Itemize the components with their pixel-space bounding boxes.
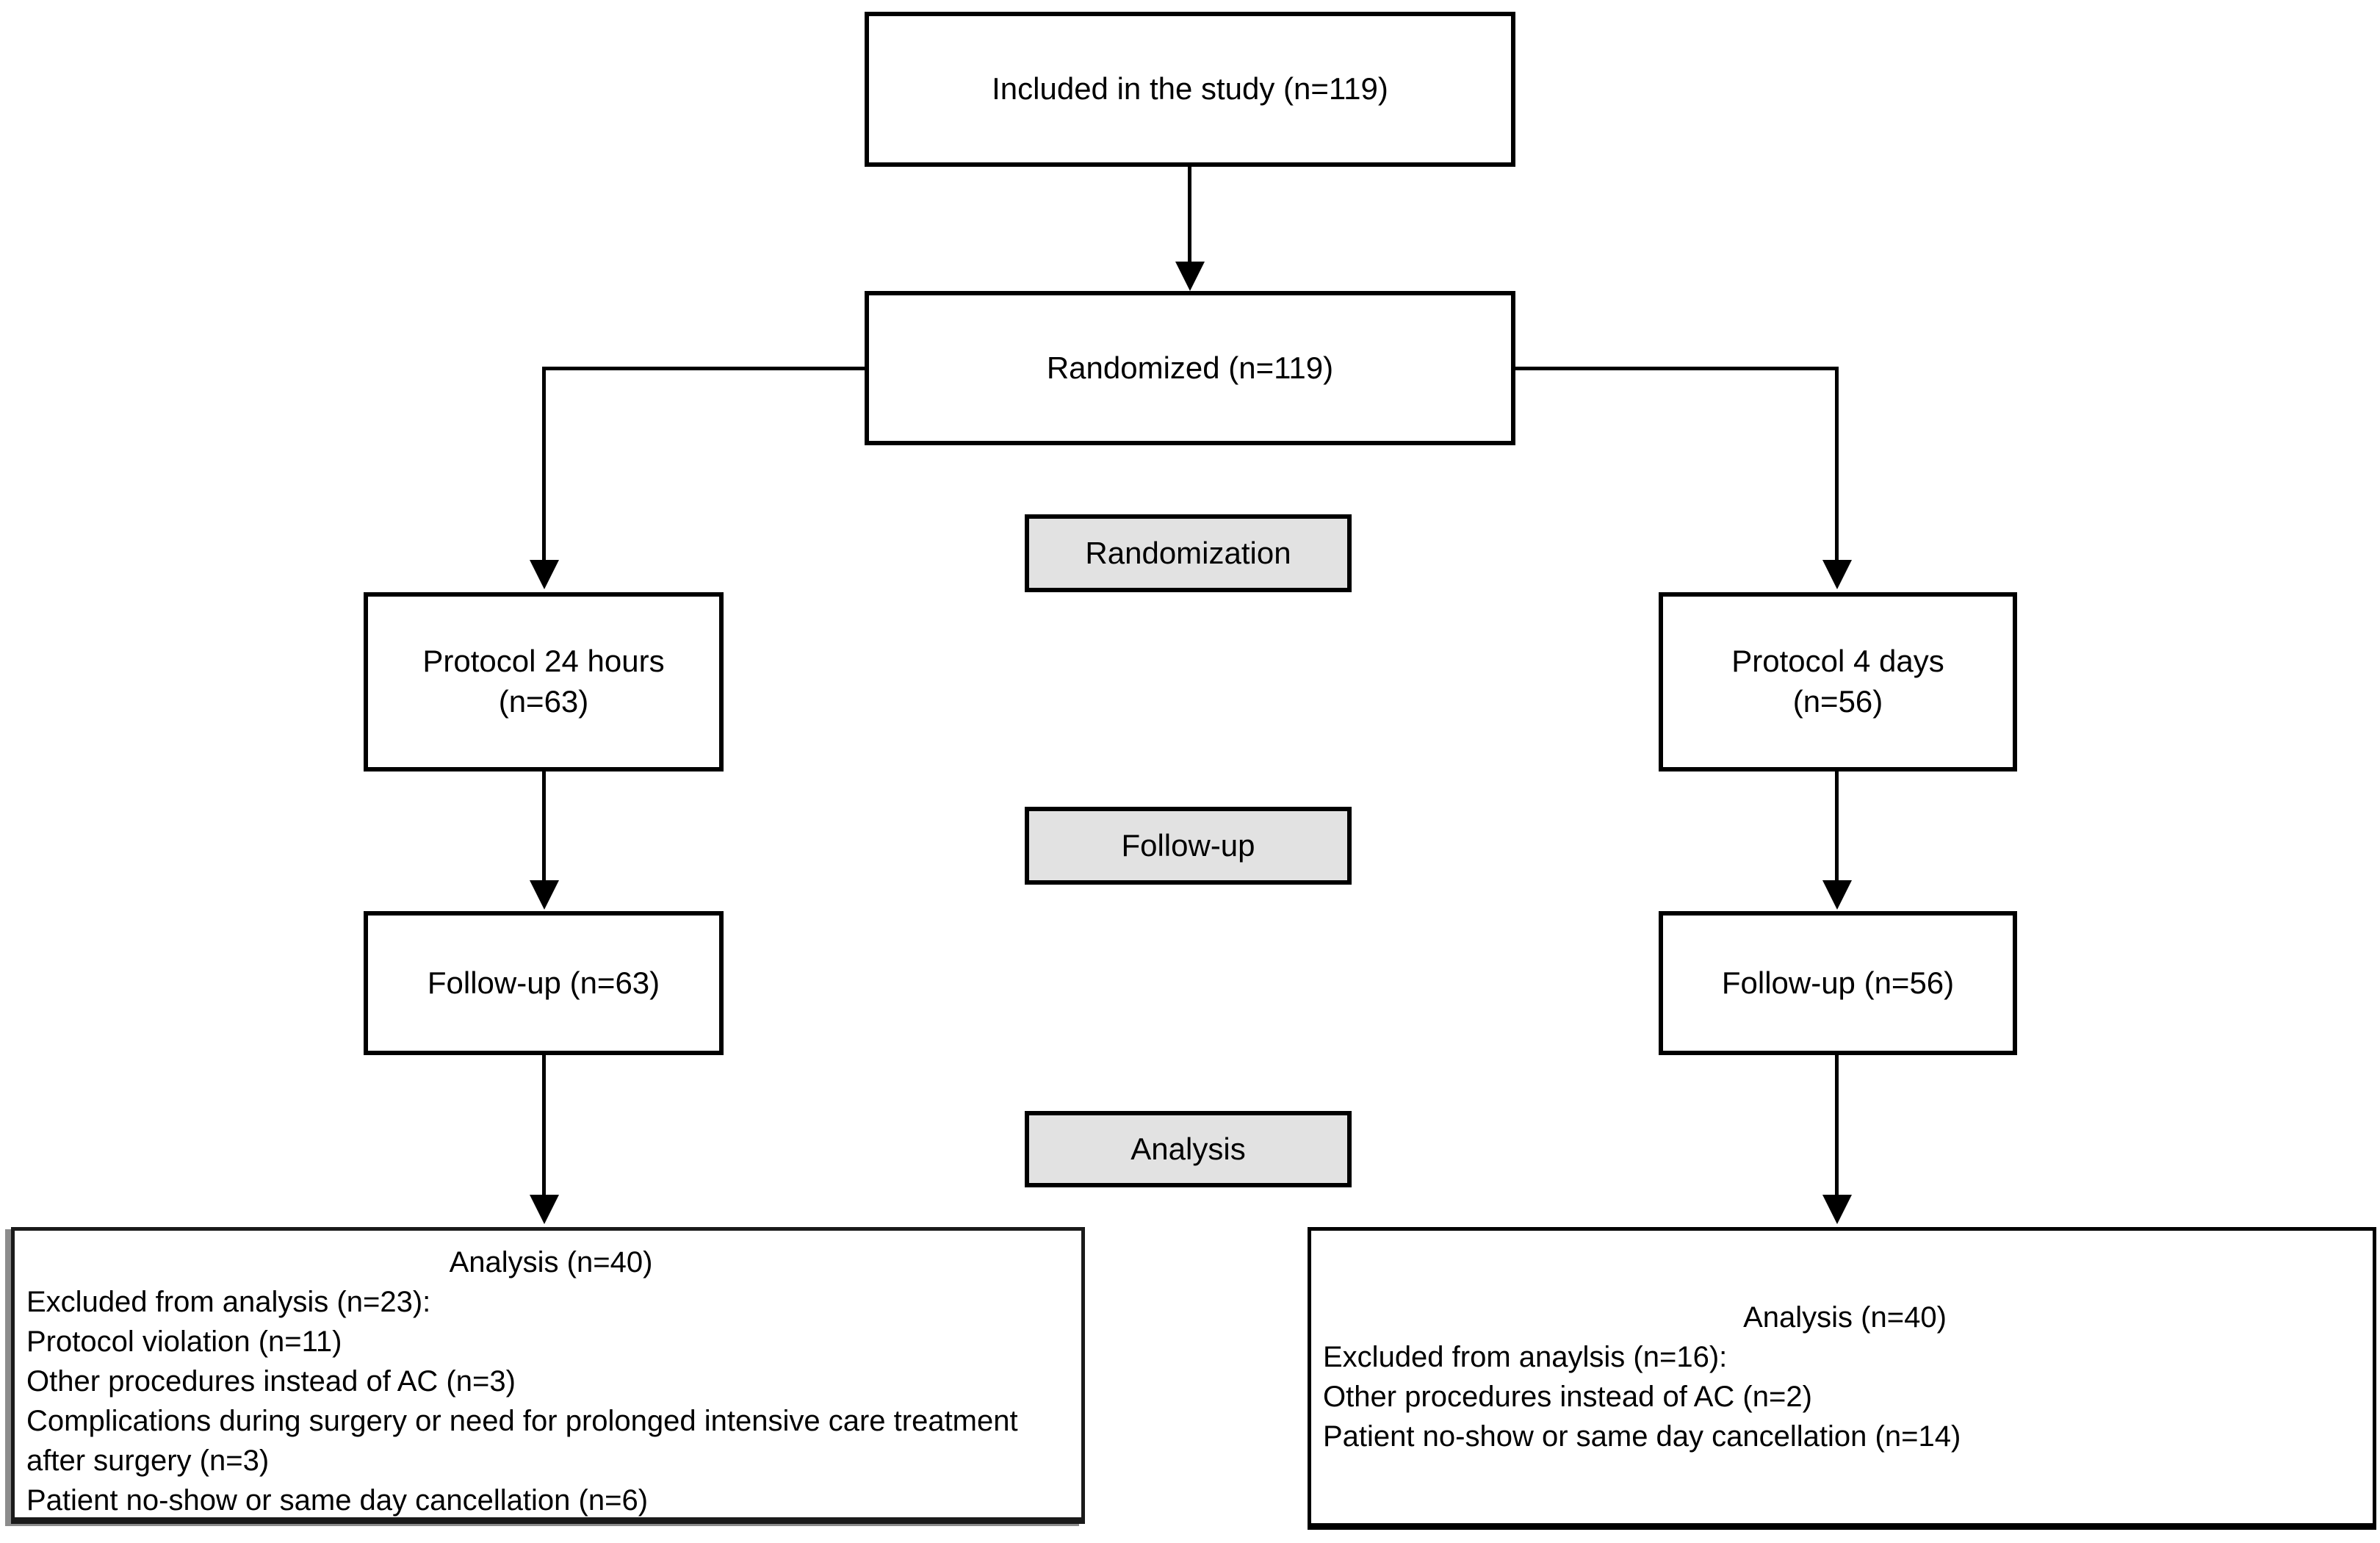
arrowhead-into-analysis-right bbox=[1822, 1195, 1852, 1224]
box-protocol-4-days: Protocol 4 days (n=56) bbox=[1659, 592, 2017, 772]
box-followup-56: Follow-up (n=56) bbox=[1659, 911, 2017, 1055]
connector-followup56-analysis bbox=[1835, 1055, 1839, 1196]
box-protocol-24-hours-line1: Protocol 24 hours bbox=[422, 644, 665, 679]
analysis-right-line-no-show: Patient no-show or same day cancellation… bbox=[1323, 1420, 1961, 1453]
box-included-in-study: Included in the study (n=119) bbox=[865, 12, 1515, 167]
box-analysis-24h-arm: Analysis (n=40) Excluded from analysis (… bbox=[11, 1227, 1085, 1524]
connector-branch-right-vertical bbox=[1835, 367, 1839, 561]
stage-label-analysis-text: Analysis bbox=[1130, 1132, 1246, 1166]
analysis-right-line-excluded: Excluded from anaylsis (n=16): bbox=[1323, 1341, 1728, 1373]
box-randomized: Randomized (n=119) bbox=[865, 291, 1515, 445]
stage-label-followup-text: Follow-up bbox=[1121, 828, 1255, 863]
connector-included-randomized bbox=[1188, 167, 1191, 263]
analysis-left-line-other-procedures: Other procedures instead of AC (n=3) bbox=[26, 1365, 516, 1398]
arrowhead-into-analysis-left bbox=[530, 1195, 559, 1224]
box-protocol-4-days-line1: Protocol 4 days bbox=[1731, 644, 1944, 679]
connector-followup63-analysis bbox=[542, 1055, 546, 1196]
analysis-left-line-complications: Complications during surgery or need for… bbox=[26, 1405, 1018, 1477]
stage-label-followup: Follow-up bbox=[1025, 807, 1352, 885]
box-included-label: Included in the study (n=119) bbox=[992, 71, 1388, 107]
arrowhead-into-randomized bbox=[1175, 262, 1205, 291]
arrowhead-into-protocol-4d bbox=[1822, 560, 1852, 589]
box-protocol-24-hours: Protocol 24 hours (n=63) bbox=[364, 592, 724, 772]
arrowhead-into-followup-63 bbox=[530, 880, 559, 910]
connector-protocol24h-followup bbox=[542, 772, 546, 882]
arrowhead-into-followup-56 bbox=[1822, 880, 1852, 910]
stage-label-analysis: Analysis bbox=[1025, 1111, 1352, 1187]
stage-label-randomization: Randomization bbox=[1025, 514, 1352, 592]
box-followup-63: Follow-up (n=63) bbox=[364, 911, 724, 1055]
analysis-left-line-no-show: Patient no-show or same day cancellation… bbox=[26, 1484, 649, 1517]
connector-branch-right-horizontal bbox=[1515, 367, 1839, 370]
analysis-right-title: Analysis (n=40) bbox=[1743, 1301, 1947, 1334]
box-analysis-4d-arm: Analysis (n=40) Excluded from anaylsis (… bbox=[1308, 1227, 2376, 1530]
box-followup-56-label: Follow-up (n=56) bbox=[1721, 965, 1955, 1000]
analysis-left-line-excluded: Excluded from analysis (n=23): bbox=[26, 1286, 431, 1318]
box-protocol-4-days-line2: (n=56) bbox=[1792, 684, 1883, 719]
stage-label-randomization-text: Randomization bbox=[1085, 536, 1291, 570]
arrowhead-into-protocol-24h bbox=[530, 560, 559, 589]
connector-branch-left-vertical bbox=[542, 367, 546, 561]
connector-protocol4d-followup bbox=[1835, 772, 1839, 882]
analysis-left-line-protocol-violation: Protocol violation (n=11) bbox=[26, 1326, 342, 1358]
connector-branch-left-horizontal bbox=[542, 367, 865, 370]
analysis-left-title: Analysis (n=40) bbox=[449, 1246, 653, 1278]
analysis-right-line-other-procedures: Other procedures instead of AC (n=2) bbox=[1323, 1381, 1812, 1413]
box-followup-63-label: Follow-up (n=63) bbox=[427, 965, 660, 1000]
box-randomized-label: Randomized (n=119) bbox=[1046, 350, 1334, 385]
box-protocol-24-hours-line2: (n=63) bbox=[498, 684, 589, 719]
